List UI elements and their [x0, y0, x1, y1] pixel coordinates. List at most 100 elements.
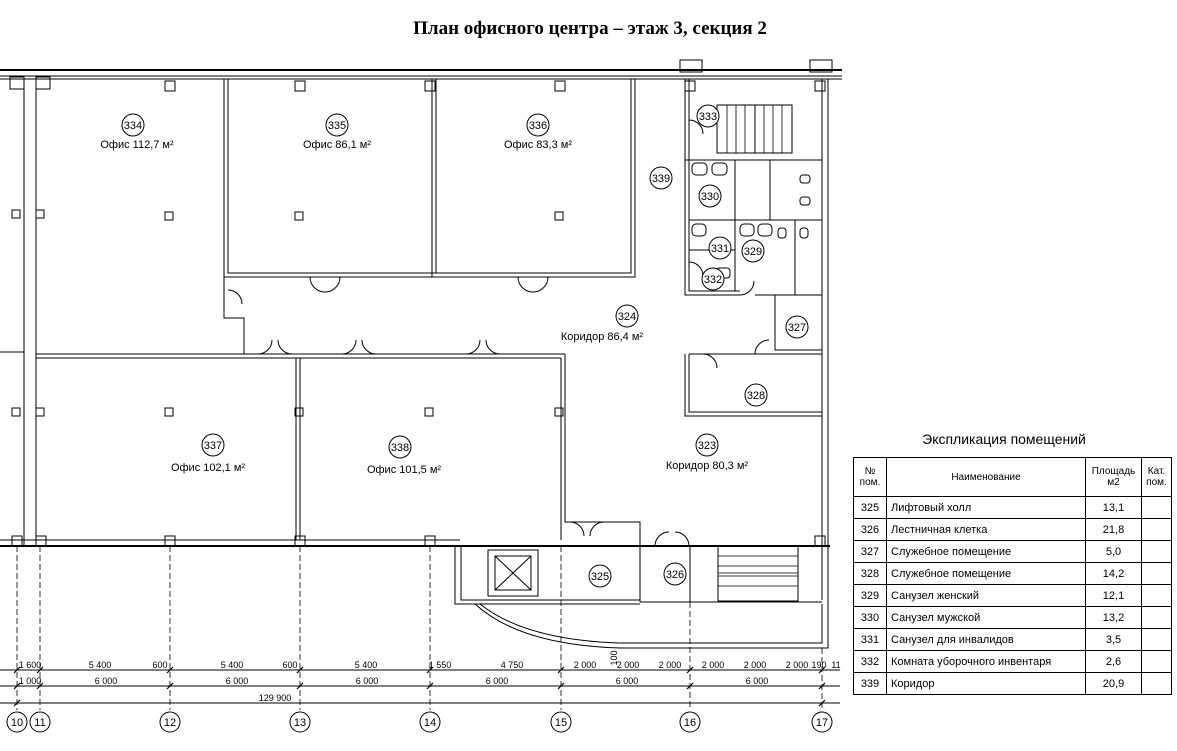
cell-num: 325 — [853, 496, 887, 519]
room-number-circle — [201, 433, 225, 457]
dimension-label: 6 000 — [486, 676, 509, 686]
header-name: Наименование — [886, 457, 1086, 497]
cell-cat — [1141, 584, 1172, 607]
cell-cat — [1141, 606, 1172, 629]
room-number-circle — [588, 564, 612, 588]
dimension-label: 600 — [282, 660, 297, 670]
dimension-label: 4 750 — [501, 660, 524, 670]
dimension-label: 6 000 — [356, 676, 379, 686]
dimension-label: 2 000 — [702, 660, 725, 670]
room-number: 330 — [701, 191, 719, 203]
room-label: Коридор 80,3 м² — [666, 460, 749, 472]
dimension-label: 1 000 — [19, 676, 42, 686]
axis-label: 13 — [294, 717, 306, 729]
room-label: Офис 83,3 м² — [504, 139, 572, 151]
cell-area: 13,2 — [1085, 606, 1142, 629]
room-number: 327 — [788, 322, 806, 334]
cell-cat — [1141, 540, 1172, 563]
axis-label: 10 — [11, 717, 23, 729]
room-number-circle — [744, 383, 768, 407]
room-326: 326 — [663, 562, 687, 586]
axis-bubble — [289, 711, 311, 733]
room-number-circle — [663, 562, 687, 586]
axis-bubble — [419, 711, 441, 733]
axis-label: 12 — [164, 717, 176, 729]
header-cat: Кат. пом. — [1141, 457, 1172, 497]
room-number: 333 — [699, 111, 717, 123]
axis-bubble — [550, 711, 572, 733]
cell-area: 2,6 — [1085, 650, 1142, 673]
cell-cat — [1141, 672, 1172, 695]
cell-num: 326 — [853, 518, 887, 541]
room-label: Офис 101,5 м² — [367, 464, 441, 476]
cell-name: Комната уборочного инвентаря — [886, 650, 1086, 673]
cell-cat — [1141, 496, 1172, 519]
room-number-circle — [785, 315, 809, 339]
dimension-label: 1 600 — [19, 660, 42, 670]
cell-name: Служебное помещение — [886, 562, 1086, 585]
cell-name: Служебное помещение — [886, 540, 1086, 563]
room-number-circle — [741, 239, 765, 263]
dimension-label: 6 000 — [616, 676, 639, 686]
cell-num: 330 — [853, 606, 887, 629]
cell-area: 3,5 — [1085, 628, 1142, 651]
cell-num: 329 — [853, 584, 887, 607]
axis-bubble — [811, 711, 833, 733]
dimension-label: 2 000 — [659, 660, 682, 670]
cell-area: 20,9 — [1085, 672, 1142, 695]
cell-area: 5,0 — [1085, 540, 1142, 563]
header-num: № пом. — [853, 457, 887, 497]
room-number: 337 — [204, 440, 222, 452]
room-number: 338 — [391, 442, 409, 454]
room-number: 328 — [747, 390, 765, 402]
axis-12: 12 — [159, 711, 181, 733]
cell-area: 21,8 — [1085, 518, 1142, 541]
axis-14: 14 — [419, 711, 441, 733]
room-330: 330 — [698, 184, 722, 208]
table-header-row: № пом. Наименование Площадь м2 Кат. пом. — [853, 457, 1172, 497]
axis-11: 11 — [29, 711, 51, 733]
axis-bubble — [679, 711, 701, 733]
room-label: Офис 112,7 м² — [100, 139, 174, 151]
room-number-circle — [698, 184, 722, 208]
room-label: Офис 86,1 м² — [303, 139, 371, 151]
axis-label: 16 — [684, 717, 696, 729]
room-number: 336 — [529, 120, 547, 132]
cell-num: 339 — [853, 672, 887, 695]
header-area: Площадь м2 — [1085, 457, 1142, 497]
axis-15: 15 — [550, 711, 572, 733]
axis-label: 15 — [555, 717, 567, 729]
room-number: 331 — [711, 243, 729, 255]
room-label: Офис 102,1 м² — [171, 462, 245, 474]
axis-17: 17 — [811, 711, 833, 733]
cell-name: Лестничная клетка — [886, 518, 1086, 541]
cell-num: 328 — [853, 562, 887, 585]
cell-cat — [1141, 628, 1172, 651]
room-number: 334 — [124, 120, 142, 132]
room-number-circle — [121, 113, 145, 137]
dimension-label: 600 — [152, 660, 167, 670]
explication-title: Экспликация помещений — [922, 431, 1086, 447]
cell-num: 327 — [853, 540, 887, 563]
axis-13: 13 — [289, 711, 311, 733]
dimension-label: 2 000 — [744, 660, 767, 670]
cell-name: Санузел женский — [886, 584, 1086, 607]
room-number: 335 — [328, 120, 346, 132]
room-number-circle — [696, 104, 720, 128]
dimension-label: 5 400 — [221, 660, 244, 670]
room-number: 339 — [652, 173, 670, 185]
room-328: 328 — [744, 383, 768, 407]
axis-bubble — [159, 711, 181, 733]
dimension-label: 2 000 — [574, 660, 597, 670]
